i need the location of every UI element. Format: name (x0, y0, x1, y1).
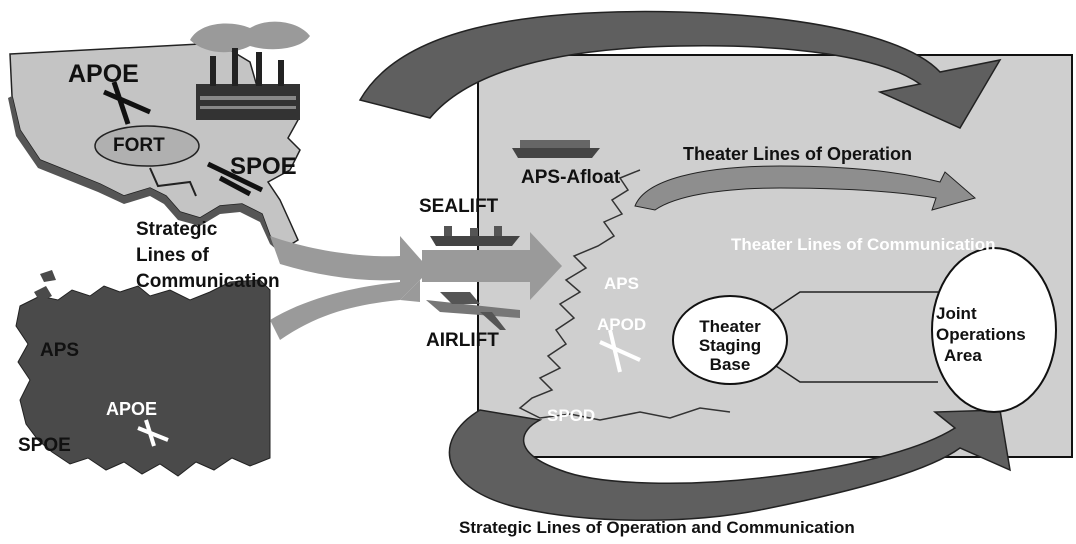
sealift-label: SEALIFT (419, 196, 499, 217)
theater-coastline (518, 169, 731, 421)
staging-base-ellipse (672, 295, 788, 385)
europe-apoe-plane-icon (137, 419, 169, 447)
staging-base-line1: Theater (699, 317, 761, 336)
us-map-edge (8, 96, 286, 258)
factory-icon (190, 21, 310, 120)
us-spoe-label: SPOE (230, 153, 297, 180)
joint-area-label: Joint Operations Area (936, 303, 1056, 366)
theater-lines-of-operation-label: Theater Lines of Operation (683, 144, 913, 164)
strategic-loc-line3: Communication (136, 271, 280, 292)
europe-strategic-arrow (270, 280, 420, 340)
spod-label: SPOD (547, 406, 596, 425)
europe-islands (34, 270, 56, 302)
europe-map (15, 279, 271, 477)
strategic-loc-line2: Lines of (136, 245, 209, 266)
theater-lines-of-communication-label: Theater Lines of Communication (731, 235, 996, 254)
joint-area-ellipse (931, 247, 1057, 413)
strategic-loc-line1: Strategic (136, 219, 218, 240)
connector-bottom (769, 361, 938, 383)
europe-apoe-label: APOE (106, 399, 158, 419)
staging-base-line2: Staging (698, 336, 762, 355)
connector-top (769, 291, 938, 313)
europe-aps-label: APS (40, 340, 80, 361)
staging-base-line3: Base (709, 355, 751, 374)
lift-arrow (422, 232, 562, 300)
joint-area-line3: Area (944, 346, 982, 365)
us-apoe-label: APOE (68, 60, 139, 88)
aps-afloat-ship-icon (512, 140, 600, 158)
airlift-plane-icon (426, 292, 520, 330)
apod-plane-icon (599, 329, 641, 373)
lower-strategic-arc (448, 409, 1011, 521)
caption: Strategic Lines of Operation and Communi… (459, 518, 855, 537)
upper-strategic-arc (358, 10, 1002, 129)
theater-operation-arc (634, 165, 977, 211)
joint-area-line1: Joint (936, 304, 977, 323)
sealift-ship-icon (430, 226, 520, 246)
us-strategic-arrow (270, 236, 430, 300)
us-spoe-ship-icon (206, 161, 264, 197)
fort-ellipse (94, 125, 200, 167)
joint-area-line2: Operations (936, 325, 1026, 344)
aps-afloat-label: APS-Afloat (521, 167, 621, 188)
fort-connector (149, 167, 197, 197)
airlift-label: AIRLIFT (426, 330, 499, 351)
europe-spoe-label: SPOE (18, 435, 71, 456)
fort-label: FORT (113, 135, 165, 156)
apod-label: APOD (597, 315, 647, 334)
us-apoe-plane-icon (103, 81, 151, 125)
staging-base-label: Theater Staging Base (683, 317, 777, 374)
theater-aps-label: APS (604, 274, 639, 293)
